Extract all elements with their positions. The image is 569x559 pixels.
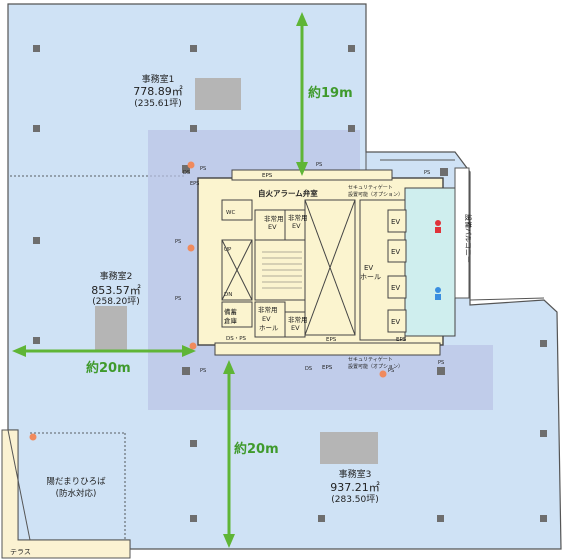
- storage-label-1: 備蓄: [224, 307, 238, 316]
- ps-label: PS: [424, 170, 430, 176]
- emergency-ev-right-1: 非常用: [288, 213, 308, 222]
- ev-hall-label-2: ホール: [360, 273, 381, 281]
- office-1-area: 778.89㎡: [133, 85, 183, 98]
- dimension-20m-vertical: 約20m: [234, 441, 279, 457]
- emergency-ev-lower-1: 非常用: [288, 315, 308, 324]
- emergency-hall-2: EV: [262, 315, 271, 323]
- emergency-hall-1: 非常用: [258, 305, 278, 314]
- plaza-label: 陽だまりひろば: [46, 477, 106, 487]
- ev-car-3-label: EV: [391, 284, 400, 292]
- eps-bottom-right-label: EPS: [396, 337, 407, 343]
- structural-columns: [33, 45, 547, 522]
- emergency-ev-label-1: 非常用: [264, 214, 284, 223]
- equipment-balcony: [454, 167, 470, 299]
- emergency-hall-3: ホール: [259, 324, 279, 332]
- office-2-label: 事務室2 853.57㎡ (258.20坪): [91, 270, 141, 307]
- eps-top-left-label: EPS: [190, 181, 199, 187]
- stairs: [262, 251, 302, 289]
- office-1-tsubo: (235.61坪): [134, 98, 182, 109]
- ps-label: PS: [438, 360, 444, 366]
- ps-label: PS: [200, 368, 206, 374]
- plaza-waterproof-label: (防水対応): [56, 488, 97, 499]
- dimension-arrows: [12, 12, 308, 548]
- ev-car-4-label: EV: [391, 318, 400, 326]
- core-bottom-strip: [214, 342, 441, 356]
- office-3-label: 事務室3 937.21㎡ (283.50坪): [330, 468, 380, 505]
- ds-top-left-label: DS: [183, 170, 190, 176]
- up-label: UP: [224, 247, 232, 253]
- terrace-label: テラス: [10, 548, 31, 556]
- orange-markers: [29, 161, 387, 441]
- security-gate-bottom-1: セキュリティゲート: [348, 356, 393, 363]
- alarm-valve-room-label: 自火アラーム弁室: [258, 188, 318, 198]
- office-3-area: 937.21㎡: [330, 481, 380, 494]
- office-2-name: 事務室2: [100, 270, 133, 282]
- office-2-area: 853.57㎡: [91, 284, 141, 297]
- emergency-ev-label-2: EV: [268, 223, 277, 231]
- dn-label: DN: [224, 292, 232, 298]
- office-3-tsubo: (283.50坪): [331, 494, 379, 505]
- dimension-20m-horizontal: 約20m: [86, 360, 131, 376]
- ps-label: PS: [175, 239, 181, 245]
- ps-label: PS: [388, 368, 394, 374]
- core-band-lower: [360, 345, 493, 410]
- ev-car-1-label: EV: [391, 218, 400, 226]
- core-top-strip: [231, 169, 393, 181]
- eps-top-label: EPS: [262, 173, 273, 179]
- wc-label: WC: [226, 210, 235, 216]
- balcony-rail: [365, 152, 545, 301]
- ds-ps-label: DS・PS: [226, 336, 247, 342]
- eps-bottom-label: EPS: [326, 337, 337, 343]
- terrace-edge: [7, 429, 31, 541]
- office-1-name: 事務室1: [142, 73, 175, 85]
- elevator-cars: [387, 209, 407, 333]
- core-rooms: [221, 199, 406, 341]
- ps-label: PS: [175, 296, 181, 302]
- eps-lower-label: EPS: [322, 365, 333, 371]
- office-2-tsubo: (258.20坪): [92, 296, 140, 307]
- security-gate-top-2: 設置可能（オプション）: [348, 191, 403, 198]
- dimension-19m: 約19m: [308, 85, 353, 101]
- security-gate-top-1: セキュリティゲート: [348, 184, 393, 191]
- office-1-label: 事務室1 778.89㎡ (235.61坪): [133, 73, 183, 109]
- ev-hall-label-1: EV: [364, 264, 373, 272]
- room-placeholder: [95, 306, 127, 352]
- room-placeholder: [195, 78, 241, 110]
- restroom-area: [404, 187, 456, 337]
- terrace-area: [1, 429, 131, 559]
- ds-bottom-label: DS: [305, 366, 312, 372]
- equipment-balcony-label: 設備バルコニー: [464, 214, 473, 263]
- security-gate-bottom-2: 設置可能（オプション）: [348, 363, 403, 370]
- ev-car-2-label: EV: [391, 248, 400, 256]
- storage-label-2: 倉庫: [224, 316, 238, 325]
- ps-label: PS: [316, 162, 322, 168]
- restroom-icons: [435, 220, 441, 300]
- emergency-ev-lower-2: EV: [291, 324, 300, 332]
- ps-label: PS: [200, 166, 206, 172]
- office-3-name: 事務室3: [339, 468, 372, 480]
- emergency-ev-right-2: EV: [292, 222, 301, 230]
- room-placeholder: [320, 432, 378, 464]
